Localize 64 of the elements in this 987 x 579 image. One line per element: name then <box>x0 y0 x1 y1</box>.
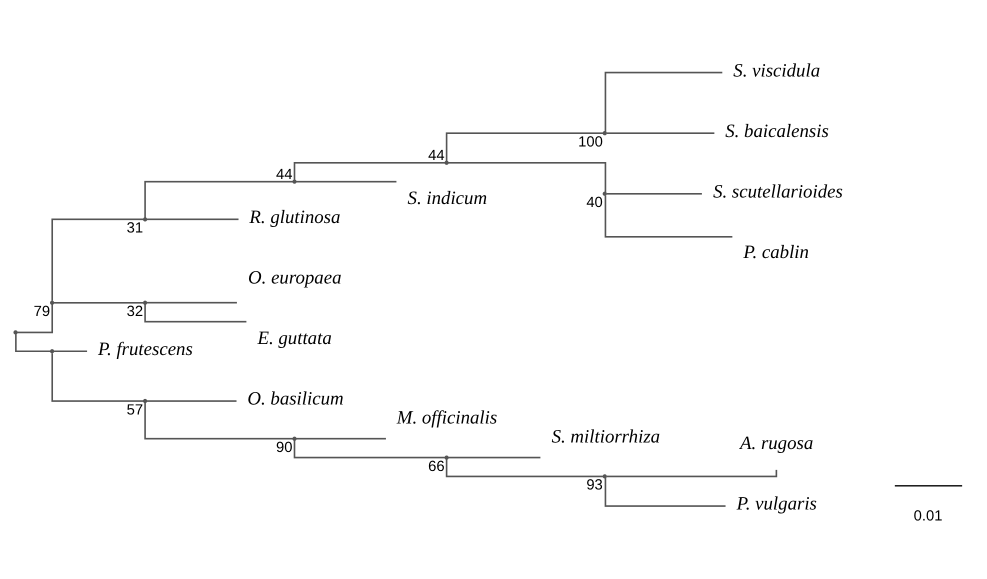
node-point <box>602 130 607 135</box>
node-text: R. glutinosa <box>249 206 340 228</box>
node-text: S. viscidula <box>733 60 820 81</box>
node-text: S. scutellarioides <box>713 180 843 202</box>
node-text: P. frutescens <box>98 338 193 360</box>
connector <box>296 437 386 440</box>
connector <box>51 218 144 300</box>
node-point <box>292 179 297 184</box>
connector <box>448 162 606 192</box>
node-text: O. europaea <box>248 267 342 288</box>
node-label: 79 <box>34 304 50 320</box>
connector <box>446 132 603 161</box>
node-label: 31 <box>126 220 144 236</box>
node-text: E. guttata <box>257 328 332 349</box>
connector <box>604 478 726 506</box>
node-text: S. indicum <box>408 188 488 209</box>
connector <box>144 180 293 218</box>
connector <box>15 334 51 352</box>
node-point <box>13 330 18 334</box>
node-text: A. rugosa <box>740 432 814 454</box>
connector <box>606 192 702 194</box>
connector <box>144 304 246 322</box>
node-text: P. vulgaris <box>736 493 817 514</box>
connector <box>294 440 445 458</box>
connector <box>146 400 237 402</box>
node-text: S. baicalensis <box>725 120 829 142</box>
connector <box>146 218 239 220</box>
node-label: 90 <box>276 440 293 456</box>
connector <box>51 352 144 402</box>
connector <box>54 301 144 304</box>
connector <box>294 162 445 180</box>
node-point <box>444 454 449 460</box>
node-point <box>50 300 54 304</box>
node-label: 57 <box>126 402 144 418</box>
node-text: O. basilicum <box>247 388 344 410</box>
node-text: P. cablin <box>743 241 809 262</box>
connector <box>606 132 714 134</box>
node-label: 66 <box>428 458 445 474</box>
node-point <box>602 191 607 196</box>
node-point <box>142 216 148 221</box>
node-label: 44 <box>276 166 293 182</box>
node-point <box>142 300 148 304</box>
node-label: 93 <box>586 477 603 494</box>
connector <box>146 301 237 304</box>
connector <box>296 180 396 182</box>
node-point <box>602 474 607 478</box>
connector <box>446 458 603 477</box>
node-point <box>444 160 449 164</box>
connector <box>604 195 732 238</box>
connector <box>144 402 293 440</box>
connector <box>17 304 54 333</box>
connector <box>604 71 722 132</box>
connector <box>54 350 88 352</box>
node-label: 32 <box>126 304 144 320</box>
node-text: M. officinalis <box>396 407 498 428</box>
node-label: 44 <box>428 147 445 164</box>
node-label: 100 <box>578 134 603 150</box>
connector <box>448 456 540 458</box>
node-text: S. miltiorrhiza <box>552 426 660 447</box>
label: 0.01 <box>914 508 942 524</box>
node-point <box>50 348 54 353</box>
node-point <box>292 436 297 440</box>
node-point <box>142 398 148 403</box>
node-label: 40 <box>586 194 603 211</box>
